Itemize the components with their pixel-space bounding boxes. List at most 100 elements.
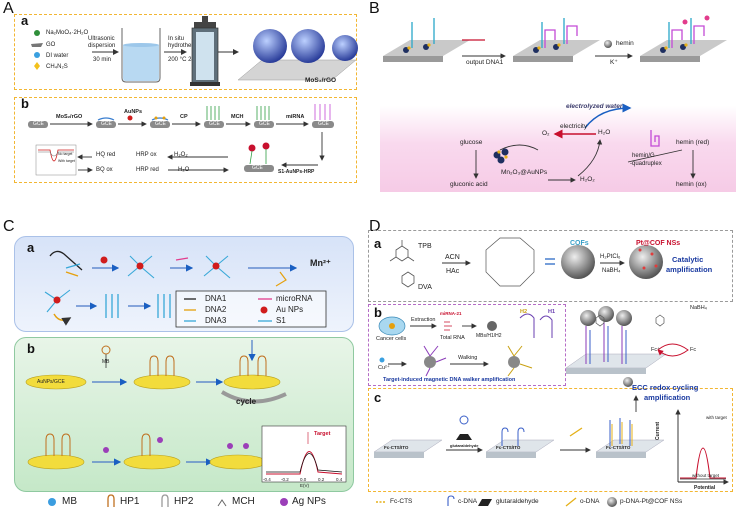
h2-label: H2 [520, 309, 528, 315]
h2o2-label: H₂O₂ [580, 176, 595, 183]
curve-with-target: With target [58, 159, 75, 163]
beaker-icon [121, 28, 161, 83]
gce-label-7: GCE [252, 165, 263, 171]
pt-cof-label: Pt@COF NSs [636, 240, 681, 247]
step-aunps: AuNPs [124, 109, 143, 115]
autoclave-icon [190, 16, 220, 86]
step-hydrothermal-time: 200 °C 24 h [168, 57, 200, 63]
step-ultrasonic-time: 30 min [93, 57, 112, 63]
panel-a-a-legend-icons [31, 30, 43, 70]
hac-label: HAc [446, 268, 460, 275]
cycle-hrp-ox: HRP ox [136, 152, 157, 158]
panel-d-b-graphics [378, 313, 553, 377]
gce-label-1: GCE [33, 121, 44, 127]
tpb-label: TPB [418, 243, 432, 250]
hemin-red-label: hemin (red) [676, 139, 710, 146]
c-legend-s1: S1 [276, 316, 286, 325]
hemin-g-label-2: -quadruplex [630, 161, 662, 167]
fc-label: Fc [690, 347, 697, 353]
gce-label-6: GCE [318, 121, 329, 127]
d-legend-glutaraldehyde: glutaraldehyde [496, 498, 539, 505]
nabh4-label-a: NaBH₄ [602, 268, 621, 274]
mbs-h1-h2-label: MBs/H1/H2 [476, 333, 502, 339]
xtick-1: -0.4 [263, 477, 271, 482]
gce-label-4: GCE [209, 121, 220, 127]
target-label: Target [314, 431, 331, 437]
panel-a-a-label: a [21, 13, 29, 28]
panel-b-graphics [383, 15, 727, 183]
mirna21-label: miRNA-21 [440, 311, 462, 316]
panel-a-b-electrodes [28, 104, 334, 176]
xtick-5: 0.4 [336, 477, 343, 482]
acn-label: ACN [445, 254, 460, 261]
cycle-label: cycle [236, 397, 257, 406]
o2-label: O₂ [542, 130, 550, 137]
panel-d-c-box [368, 388, 733, 492]
catalytic-label-1: Catalytic [672, 255, 704, 264]
panel-c-a-label: a [27, 240, 35, 255]
glutaraldehyde-step-label: glutaraldehyde [450, 443, 479, 448]
h2o-label: H₂O [598, 129, 611, 136]
walking-label: Walking [458, 355, 478, 361]
ecc-title-2: amplification [644, 393, 691, 402]
dva-label: DVA [418, 284, 432, 291]
step-hydrothermal-2: hydrothermal [168, 43, 204, 49]
panel-c-a-graphics [44, 250, 327, 328]
panel-d-a-graphics [389, 237, 663, 288]
glucose-label: glucose [460, 139, 483, 146]
panel-d-letter: D [369, 218, 381, 235]
aunps-gce-label: AuNPs/GCE [37, 379, 65, 385]
panel-d-b-box [368, 304, 566, 386]
catalytic-label-2: amplification [666, 265, 713, 274]
hemin-label: hemin [616, 40, 634, 47]
electricity-label: electricity [560, 123, 588, 130]
without-target-label: without target [692, 473, 720, 478]
panel-d-b-label: b [374, 305, 382, 320]
walker-amplification-label: Target-induced magnetic DNA walker ampli… [383, 377, 516, 383]
xlabel-ev: E(V) [300, 483, 309, 488]
c-legend-ag-nps: Ag NPs [292, 496, 326, 507]
panel-b-letter: B [369, 0, 380, 17]
c-legend-mb: MB [62, 496, 77, 507]
mn2plus-label: Mn²⁺ [310, 258, 331, 268]
legend-sodium-molybdate: Na₂MoO₄·2H₂O [46, 30, 89, 36]
kplus-label: K⁺ [610, 59, 618, 66]
hemin-g-label-1: hemin/G [632, 153, 655, 159]
cancer-cells-label: Cancer cells [376, 336, 407, 342]
c-legend-dna1: DNA1 [205, 294, 227, 303]
gce-label-2: GCE [101, 121, 112, 127]
d-legend-o-dna: o-DNA [580, 498, 600, 505]
xtick-3: 0.0 [300, 477, 307, 482]
h1-label: H1 [548, 309, 556, 315]
panel-a-b-box [14, 97, 357, 183]
c-legend-dna3: DNA3 [205, 316, 227, 325]
panel-d-c-graphics [373, 377, 665, 507]
panel-c-letter: C [3, 218, 15, 235]
mb-label-1: MB [102, 359, 110, 365]
step-hydrothermal-1: In situ [168, 36, 185, 42]
panel-a-b-label: b [21, 96, 29, 111]
panel-d-c-label: c [374, 390, 382, 405]
panel-b-background [380, 0, 736, 192]
mos2-rgo-product-icon [237, 29, 358, 81]
fc-cts-ito-label-2: Fc-CTS/ITO [496, 445, 521, 450]
nabh4-label-ecc: NaBH₄ [690, 305, 707, 311]
probe-label: S1-AuNPs-HRP [278, 169, 315, 175]
d-legend-fc-cts: Fc-CTS [390, 498, 413, 505]
gce-label-5: GCE [259, 121, 270, 127]
legend-thiourea: CH₄N₂S [46, 64, 68, 70]
potential-label: Potential [694, 485, 716, 491]
ecc-title-1: ECC redox cycling [632, 383, 699, 392]
panel-a-letter: A [3, 0, 14, 17]
d-legend-c-dna: c-DNA [458, 498, 478, 505]
cofs-label: COFs [570, 240, 589, 247]
cycle-hrp-red: HRP red [136, 167, 159, 173]
legend-di-water: DI water [46, 53, 69, 59]
h2ptcl6-label: H₂PtCl₆ [600, 254, 621, 260]
output-dna1-label: output DNA1 [466, 59, 504, 66]
panel-a-a-arrows [92, 49, 239, 55]
xtick-2: -0.2 [281, 477, 289, 482]
c-legend-aunps: Au NPs [276, 305, 304, 314]
panel-d-ecc-graphics [565, 306, 729, 485]
fc-cts-ito-label-3: Fc-CTS/ITO [606, 445, 631, 450]
